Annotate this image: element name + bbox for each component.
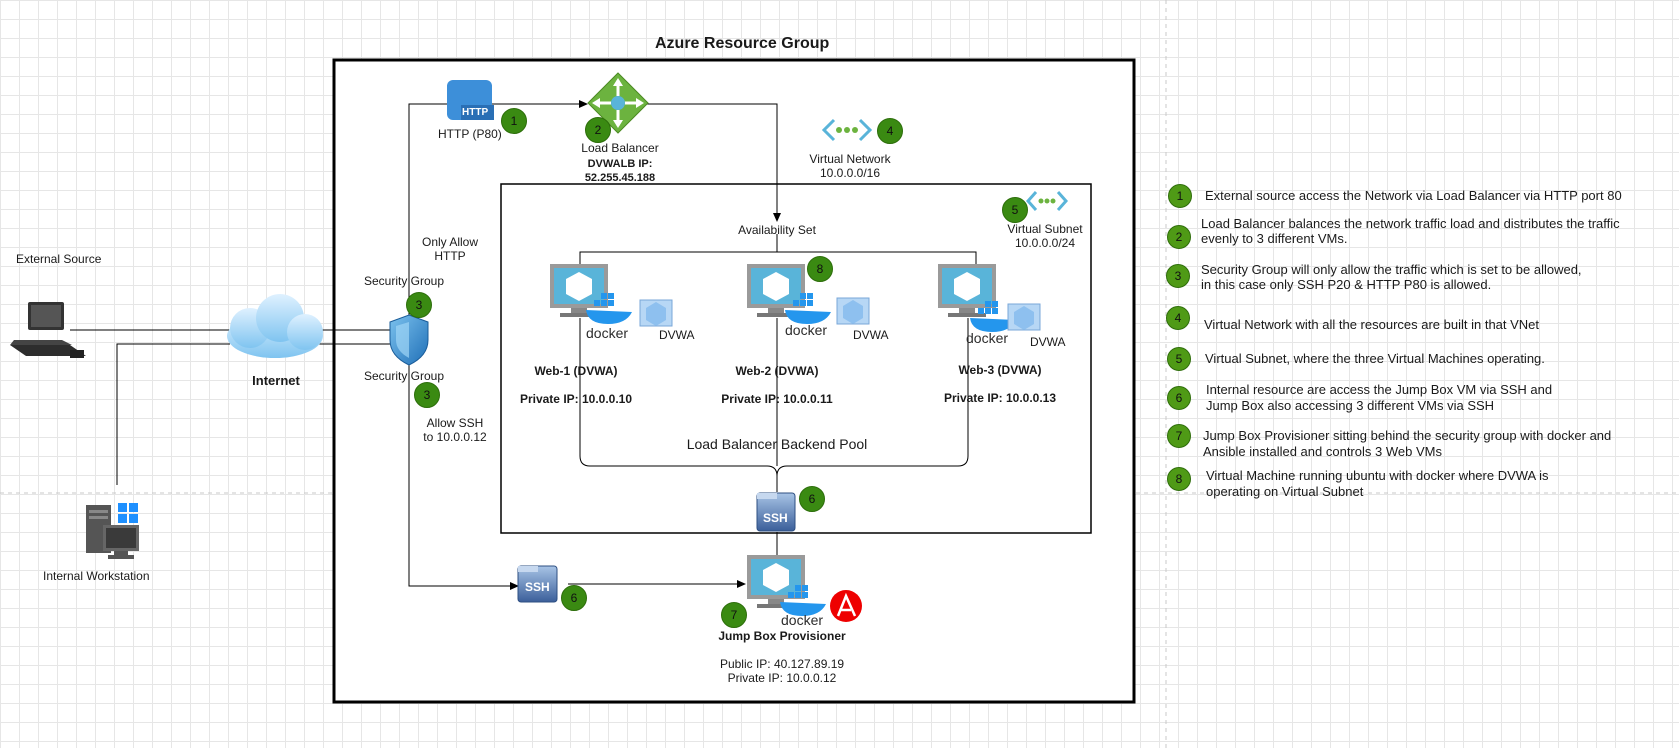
jumpbox-private-ip: Private IP: 10.0.0.12 [727,671,837,685]
web2-name: Web-2 (DVWA) [735,364,819,378]
backend-pool-left [579,318,778,492]
docker-label-web1: docker [586,325,629,341]
lb-to-availability-arrow [646,103,781,222]
http-to-lb-arrow [408,100,588,320]
virtual-subnet-boundary [500,183,1092,534]
docker-whale-icon [780,585,826,616]
workstation-icon [86,503,139,559]
legend-6-line-2: Jump Box also accessing 3 different VMs … [1206,398,1495,413]
legend-7-line-1: Jump Box Provisioner sitting behind the … [1203,428,1612,443]
http-label: HTTP (P80) [438,127,502,141]
http-icon [447,80,494,120]
vm-monitor-icon [938,264,996,317]
external-source-label: External Source [16,252,102,266]
legend-6-line-1: Internal resource are access the Jump Bo… [1206,382,1553,397]
web1-ip: Private IP: 10.0.0.10 [519,392,633,406]
legend-3-line-1: Security Group will only allow the traff… [1201,262,1582,277]
availability-set-bracket [579,251,977,266]
badge-8: 8 [807,256,833,282]
docker-whale-icon [586,293,632,324]
resource-group-title: Azure Resource Group [655,35,830,52]
badge-6-inner: 6 [799,486,825,512]
docker-label-web2: docker [785,322,828,338]
computer-icon [10,302,86,358]
legend-badge-7: 7 [1167,424,1191,448]
legend-5-line-1: Virtual Subnet, where the three Virtual … [1205,351,1545,366]
legend-badge-5: 5 [1167,347,1191,371]
docker-whale-icon [785,293,831,324]
badge-5: 5 [1002,197,1028,223]
badge-2: 2 [585,117,611,143]
docker-whale-icon [970,301,1016,332]
http-icon-text: HTTP [462,107,489,118]
badge-4: 4 [877,118,903,144]
virtual-subnet-label: Virtual Subnet [1007,222,1083,236]
docker-label-jumpbox: docker [781,612,824,628]
sg-to-ssh-arrow [408,355,519,590]
badge-6-outer: 6 [561,585,587,611]
legend-1-line-1: External source access the Network via L… [1205,188,1622,203]
legend-2-line-1: Load Balancer balances the network traff… [1201,216,1620,231]
ssh-inner-text: SSH [763,511,788,525]
availability-set-label: Availability Set [738,223,816,237]
ssh-outer-icon [517,565,558,603]
web3-name: Web-3 (DVWA) [958,363,1042,377]
only-allow-line-1: Only Allow [421,235,479,249]
legend-7-line-2: Ansible installed and controls 3 Web VMs [1203,444,1442,459]
ansible-icon [830,590,862,622]
jumpbox-public-ip: Public IP: 40.127.89.19 [719,657,845,671]
internet-cloud-icon [227,294,323,358]
allow-ssh-line-2: to 10.0.0.12 [423,430,487,444]
dvwa-label-web2: DVWA [853,328,889,342]
badge-1: 1 [501,108,527,134]
security-group-top-label: Security Group [364,274,445,288]
legend-3-line-2: in this case only SSH P20 & HTTP P80 is … [1201,277,1492,292]
web1-name: Web-1 (DVWA) [534,364,618,378]
legend-badge-8: 8 [1167,467,1191,491]
internal-workstation-label: Internal Workstation [43,569,150,583]
ssh-outer-text: SSH [525,580,550,594]
jumpbox-name: Jump Box Provisioner [718,629,846,643]
backend-pool-right [776,318,969,477]
badge-3-top: 3 [406,292,432,318]
load-balancer-label: Load Balancer [581,141,659,155]
legend-badge-1: 1 [1168,184,1192,208]
workstation-link [116,343,230,485]
virtual-network-icon [821,118,873,142]
shield-icon [389,314,429,366]
ssh-inner-icon [756,492,796,532]
virtual-network-cidr: 10.0.0.0/16 [819,166,881,180]
legend-badge-3: 3 [1166,264,1190,288]
dvwa-icon [1007,303,1041,331]
load-balancer-ip: 52.255.45.188 [584,172,656,184]
virtual-network-label: Virtual Network [809,152,891,166]
jumpbox-monitor-icon [747,555,805,608]
internet-label: Internet [252,373,300,388]
virtual-subnet-icon [1025,191,1069,211]
dvwa-label-web1: DVWA [659,328,695,342]
only-allow-line-2: HTTP [434,249,466,263]
legend-2-line-2: evenly to 3 different VMs. [1201,231,1348,246]
legend-8-line-1: Virtual Machine running ubuntu with dock… [1206,468,1549,483]
virtual-subnet-cidr: 10.0.0.0/24 [1014,236,1076,250]
legend-badge-4: 4 [1166,306,1190,330]
legend-4-line-1: Virtual Network with all the resources a… [1204,317,1540,332]
dvwa-label-web3: DVWA [1030,335,1066,349]
badge-7: 7 [721,602,747,628]
legend-badge-6: 6 [1167,386,1191,410]
load-balancer-ip-label: DVWALB IP: [587,158,653,170]
legend-badge-2: 2 [1167,225,1191,249]
dvwa-icon [836,297,870,325]
web3-ip: Private IP: 10.0.0.13 [943,391,1057,405]
allow-ssh-line-1: Allow SSH [426,416,484,430]
dvwa-icon [639,299,673,327]
docker-label-web3: docker [966,330,1009,346]
backend-pool-label: Load Balancer Backend Pool [686,436,868,452]
legend-8-line-2: operating on Virtual Subnet [1206,484,1364,499]
web2-ip: Private IP: 10.0.0.11 [721,392,833,406]
badge-3-bottom: 3 [414,382,440,408]
security-group-bottom-label: Security Group [364,369,445,383]
